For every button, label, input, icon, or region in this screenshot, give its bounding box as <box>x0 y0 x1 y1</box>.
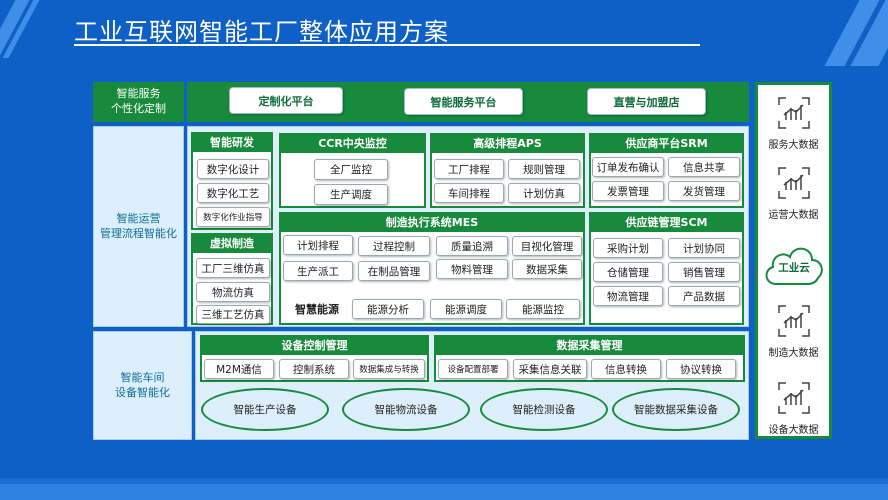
mes-item[interactable]: 过程控制 <box>358 236 430 256</box>
energy-item[interactable]: 能源分析 <box>352 299 424 319</box>
decor-stripe <box>0 0 30 58</box>
page-title: 工业互联网智能工厂整体应用方案 <box>74 18 449 46</box>
equipment-production[interactable]: 智能生产设备 <box>201 388 329 431</box>
custom-platform-button[interactable]: 定制化平台 <box>229 87 343 114</box>
control-item[interactable]: M2M通信 <box>204 359 274 379</box>
collect-item[interactable]: 信息转换 <box>591 359 661 379</box>
srm-module-title: 供应商平台SRM <box>589 133 744 153</box>
bigdata-chart-icon <box>777 167 810 199</box>
mes-item[interactable]: 数据采集 <box>512 259 582 279</box>
service-bigdata-item[interactable]: 服务大数据 <box>760 96 827 154</box>
virtual-item[interactable]: 工厂三维仿真 <box>196 258 270 278</box>
mes-item[interactable]: 目视化管理 <box>512 236 582 256</box>
ccr-item[interactable]: 生产调度 <box>314 184 388 205</box>
device-label-line1: 智能车间 <box>120 370 165 384</box>
virtual-item[interactable]: 三维工艺仿真 <box>196 305 270 324</box>
service-bigdata-label: 服务大数据 <box>768 140 819 151</box>
energy-item[interactable]: 能源监控 <box>506 299 580 319</box>
bigdata-chart-icon <box>777 305 810 337</box>
device-layer-label: 智能车间设备智能化 <box>93 331 192 440</box>
operation-bigdata-label: 运营大数据 <box>768 210 819 221</box>
mes-item[interactable]: 在制品管理 <box>358 261 430 281</box>
footer-bar <box>0 484 888 500</box>
control-item[interactable]: 数据集成与转换 <box>353 359 425 379</box>
operation-label-line1: 智能运营 <box>116 211 161 225</box>
collect-item[interactable]: 协议转换 <box>666 359 736 379</box>
ccr-item[interactable]: 全厂监控 <box>314 159 388 180</box>
equipment-data-collection[interactable]: 智能数据采集设备 <box>612 388 740 431</box>
footer-bar <box>0 478 888 484</box>
ccr-module-title: CCR中央监控 <box>279 133 426 153</box>
srm-item[interactable]: 订单发布确认 <box>592 157 664 177</box>
service-label-line1: 智能服务 <box>116 87 161 101</box>
srm-item[interactable]: 信息共享 <box>668 157 740 177</box>
aps-item[interactable]: 工厂排程 <box>434 159 504 179</box>
rd-module-title: 智能研发 <box>191 132 273 152</box>
operation-bigdata-item[interactable]: 运营大数据 <box>760 166 827 224</box>
service-label-line2: 个性化定制 <box>111 102 166 115</box>
scm-item[interactable]: 采购计划 <box>593 238 663 258</box>
direct-franchise-store-button[interactable]: 直营与加盟店 <box>587 88 706 115</box>
mes-item[interactable]: 计划排程 <box>283 235 353 255</box>
scm-item[interactable]: 物流管理 <box>593 286 663 306</box>
mes-item[interactable]: 物料管理 <box>436 259 508 279</box>
scm-item[interactable]: 产品数据 <box>668 286 740 306</box>
collect-item[interactable]: 采集信息关联 <box>513 359 587 379</box>
virtual-module-title: 虚拟制造 <box>191 233 273 253</box>
rd-item[interactable]: 数字化设计 <box>197 159 269 179</box>
aps-module-title: 高级排程APS <box>430 133 585 153</box>
operation-label-line2: 管理流程智能化 <box>100 226 177 240</box>
mes-item[interactable]: 生产派工 <box>283 261 353 281</box>
rd-item[interactable]: 数字化工艺 <box>197 183 269 203</box>
rd-item[interactable]: 数字化作业指导 <box>196 207 270 227</box>
device-bigdata-item[interactable]: 设备大数据 <box>760 381 827 439</box>
device-label-line2: 设备智能化 <box>115 385 170 399</box>
control-item[interactable]: 控制系统 <box>279 359 349 379</box>
mes-module-title: 制造执行系统MES <box>279 212 585 232</box>
cloud-icon <box>765 247 823 285</box>
aps-item[interactable]: 规则管理 <box>508 159 580 179</box>
energy-item[interactable]: 能源调度 <box>430 299 502 319</box>
bigdata-chart-icon <box>777 382 810 414</box>
manufacturing-bigdata-item[interactable]: 制造大数据 <box>760 304 827 362</box>
manufacturing-bigdata-label: 制造大数据 <box>768 348 819 359</box>
equipment-logistics[interactable]: 智能物流设备 <box>342 388 470 431</box>
collect-item[interactable]: 设备配置部署 <box>438 359 508 379</box>
mes-item[interactable]: 质量追溯 <box>436 236 508 256</box>
aps-item[interactable]: 计划仿真 <box>508 183 580 203</box>
srm-item[interactable]: 发票管理 <box>592 181 664 201</box>
control-module-title: 设备控制管理 <box>200 335 429 355</box>
collect-module-title: 数据采集管理 <box>434 335 745 355</box>
smart-service-platform-button[interactable]: 智能服务平台 <box>404 88 523 115</box>
scm-module-title: 供应链管理SCM <box>589 212 744 232</box>
scm-item[interactable]: 销售管理 <box>668 262 740 282</box>
device-bigdata-label: 设备大数据 <box>768 425 819 436</box>
scm-item[interactable]: 计划协同 <box>668 238 740 258</box>
service-layer-label: 智能服务个性化定制 <box>93 82 184 122</box>
srm-item[interactable]: 发货管理 <box>668 181 740 201</box>
title-underline <box>74 44 700 46</box>
bigdata-chart-icon <box>777 97 810 129</box>
energy-title: 智慧能源 <box>295 303 339 316</box>
operation-layer-label: 智能运营管理流程智能化 <box>93 126 184 327</box>
industrial-cloud-label: 工业云 <box>778 262 810 274</box>
scm-item[interactable]: 仓储管理 <box>593 262 663 282</box>
equipment-inspection[interactable]: 智能检测设备 <box>480 388 608 431</box>
virtual-item[interactable]: 物流仿真 <box>196 282 270 302</box>
aps-item[interactable]: 车间排程 <box>434 183 504 203</box>
